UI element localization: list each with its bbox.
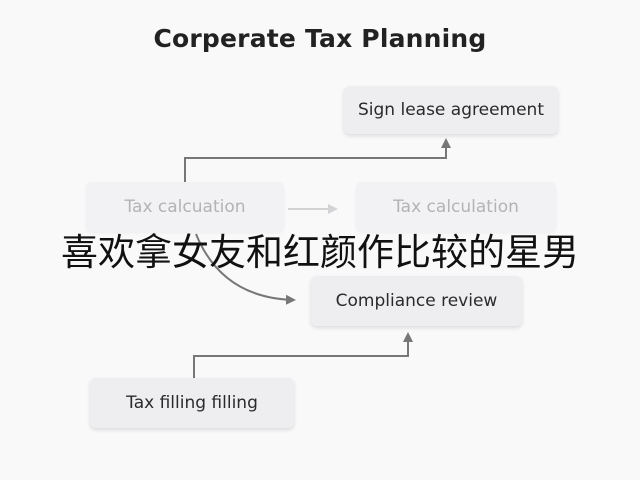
node-label: Tax calcuation bbox=[124, 197, 246, 217]
node-label: Tax filling filling bbox=[126, 393, 258, 413]
overlay-caption: 喜欢拿女友和红颜作比较的星男 bbox=[61, 231, 579, 274]
node-tax-calcuation: Tax calcuation bbox=[86, 182, 284, 232]
arrow-tax-calc-to-sign-lease bbox=[184, 138, 451, 182]
node-compliance-review: Compliance review bbox=[311, 276, 522, 326]
arrow-tax-calc-to-compliance bbox=[195, 233, 296, 305]
node-label: Compliance review bbox=[335, 291, 498, 311]
arrow-tax-filing-to-compliance bbox=[193, 332, 413, 378]
node-label: Tax calculation bbox=[393, 197, 519, 217]
node-label: Sign lease agreement bbox=[357, 100, 544, 120]
diagram-title: Corperate Tax Planning bbox=[153, 24, 487, 53]
node-tax-filing: Tax filling filling bbox=[90, 378, 294, 428]
node-tax-calculation: Tax calculation bbox=[356, 182, 556, 232]
node-sign-lease-agreement: Sign lease agreement bbox=[344, 86, 558, 134]
